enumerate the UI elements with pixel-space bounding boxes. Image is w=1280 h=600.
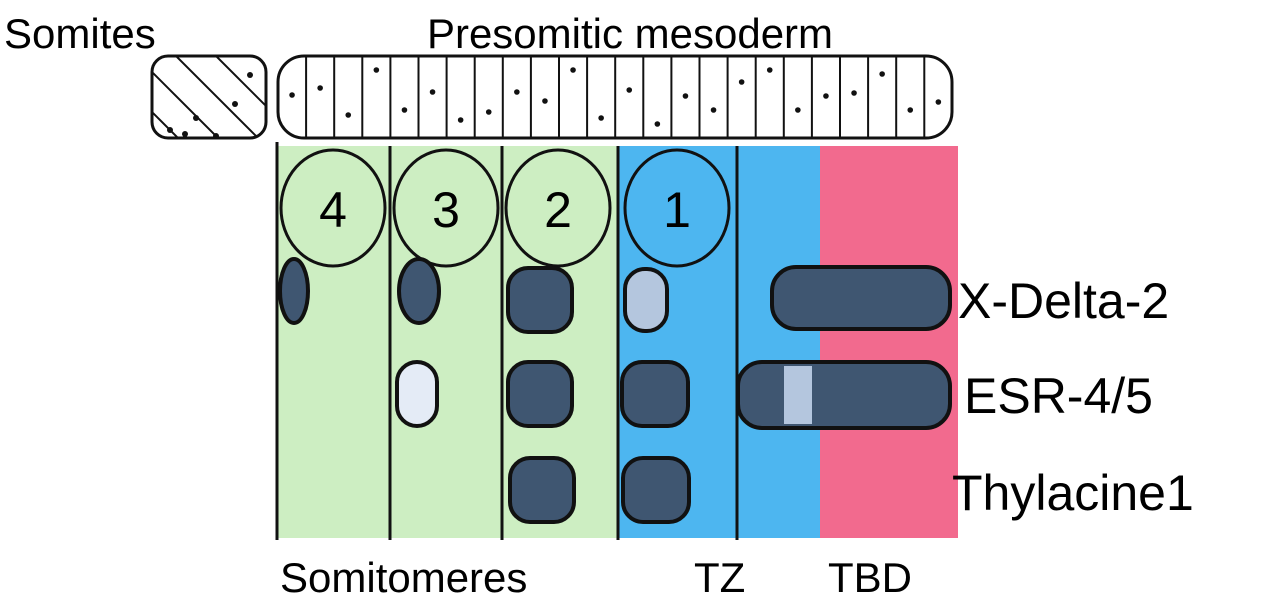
- presomitic-mesoderm-bar: [276, 54, 954, 140]
- psm-cell-nucleus: [935, 99, 942, 105]
- expression-xdelta2-psm: [770, 265, 952, 331]
- somitomere-circle-3: [392, 148, 500, 268]
- somitomere-number: 2: [544, 182, 572, 238]
- psm-cell-nucleus: [289, 92, 295, 98]
- somitomere-circle-2: [504, 148, 612, 268]
- somitomeres-label: Somitomeres: [280, 554, 527, 600]
- expression-xdelta2-s4: [278, 257, 310, 325]
- somitomere-number: 4: [319, 182, 347, 238]
- psm-cell-nucleus: [485, 109, 492, 115]
- psm-cell-nucleus: [401, 107, 408, 113]
- psm-cell-nucleus: [851, 90, 857, 96]
- somitomere-boundaries: [275, 142, 739, 540]
- psm-cell-nucleus: [457, 117, 464, 123]
- psm-cell-nucleus: [429, 89, 436, 95]
- somitomere-circle-4: [279, 148, 387, 268]
- psm-cell-nucleus: [514, 89, 520, 95]
- psm-cell-nucleus: [626, 87, 633, 93]
- tz-label: TZ: [694, 554, 745, 600]
- psm-cell-nucleus: [682, 93, 689, 99]
- tbd-zone: [820, 146, 958, 538]
- psm-cell-nucleus: [795, 107, 801, 113]
- tbd-label: TBD: [828, 554, 912, 600]
- expression-esr45-s3: [395, 360, 439, 428]
- expression-thylacine1-s1: [621, 456, 691, 524]
- psm-cell-nucleus: [654, 121, 661, 127]
- expression-thylacine1-s2: [508, 456, 576, 524]
- somitomere-number: 3: [432, 182, 460, 238]
- psm-cell-nucleus: [823, 93, 829, 99]
- expression-esr45-s1: [620, 360, 690, 428]
- somite-block: [150, 54, 268, 140]
- gene-label-xdelta2: X-Delta-2: [958, 273, 1169, 329]
- psm-cell-nucleus: [373, 67, 380, 73]
- psm-label: Presomitic mesoderm: [427, 10, 833, 57]
- psm-cell-nucleus: [766, 67, 773, 73]
- psm-cell-nucleus: [879, 71, 885, 77]
- psm-cell-nucleus: [345, 112, 352, 118]
- psm-cell-nucleus: [710, 107, 717, 113]
- expression-esr45-psm: [736, 360, 952, 430]
- expression-xdelta2-s2: [506, 266, 574, 334]
- expression-esr45-s2: [506, 360, 574, 428]
- expression-xdelta2-s3: [397, 257, 441, 325]
- gene-label-thylacine1: Thylacine1: [952, 465, 1194, 521]
- psm-cell-nucleus: [738, 79, 745, 85]
- somitomere-circle-1: [623, 148, 731, 268]
- psm-cell-nucleus: [907, 107, 914, 113]
- psm-cell-nucleus: [317, 85, 323, 91]
- esr45-weak-stripe: [784, 366, 812, 424]
- somites-label: Somites: [4, 10, 156, 57]
- psm-cell-nucleus: [598, 115, 604, 121]
- somitomere-number: 1: [663, 182, 691, 238]
- psm-cell-nucleus: [570, 67, 576, 73]
- psm-cell-nucleus: [542, 98, 548, 104]
- expression-xdelta2-s1: [623, 267, 669, 333]
- gene-label-esr45: ESR-4/5: [964, 368, 1153, 424]
